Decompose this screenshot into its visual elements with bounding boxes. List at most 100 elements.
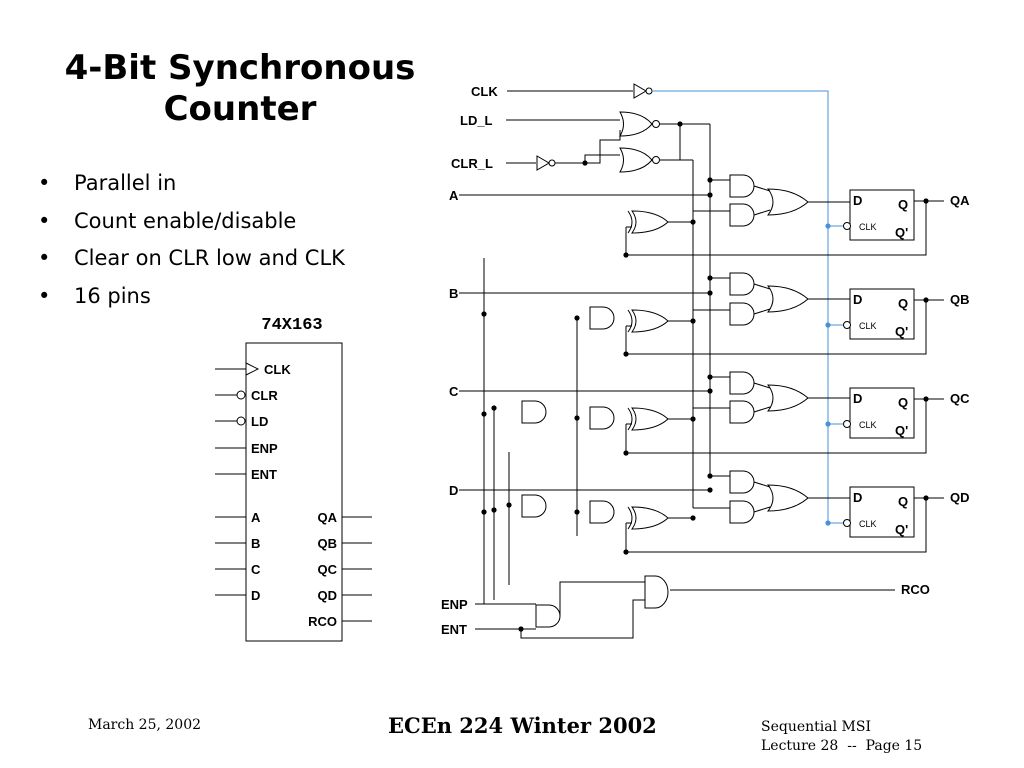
junction-dot [707, 473, 713, 479]
q-feedback [626, 300, 927, 355]
inversion-bubble [652, 120, 660, 128]
junction-dot [825, 322, 831, 328]
and-gate [729, 500, 755, 524]
input-label: CLR_L [451, 156, 493, 171]
ent-to-rco [520, 599, 645, 639]
clr-gate [619, 147, 653, 173]
wire [753, 283, 771, 290]
ff-qn-label: Q' [895, 423, 908, 438]
chip-pin-label: D [251, 588, 260, 603]
output-label: QA [950, 193, 970, 208]
chip-pin-label: ENP [251, 441, 278, 456]
inversion-bubble [652, 156, 660, 164]
ff-d-label: D [853, 490, 862, 505]
bullet-item: Count enable/disable [36, 206, 345, 244]
inversion-bubble [645, 87, 653, 95]
title-line-2: Counter [163, 89, 317, 129]
footer-topic: Sequential MSI Lecture 28 -- Page 15 [761, 718, 922, 756]
input-label: ENT [441, 622, 467, 637]
chip-pin-label: C [251, 562, 261, 577]
wire [753, 506, 771, 513]
chip-pin-label: RCO [308, 614, 337, 629]
ff-q-label: Q [898, 395, 908, 410]
input-label: B [449, 286, 458, 301]
clk-inverter [633, 83, 647, 99]
ff-q-label: Q [898, 296, 908, 311]
rco-and-gate [644, 575, 669, 609]
and-gate [589, 306, 615, 330]
xor-gate [631, 407, 669, 431]
clock-bubble [843, 321, 851, 329]
input-label: D [449, 483, 458, 498]
title-line-1: 4-Bit Synchronous [64, 48, 416, 88]
enable-and-gate [535, 604, 561, 628]
wire [753, 382, 771, 389]
input-label: LD_L [460, 113, 493, 128]
chip-pin-label: B [251, 536, 260, 551]
junction-dot [825, 421, 831, 427]
chip-pin-label: A [251, 510, 261, 525]
junction-dot [491, 405, 497, 411]
junction-dot [707, 192, 713, 198]
junction-dot [707, 290, 713, 296]
wire [753, 481, 771, 488]
xor-back-curve [627, 506, 633, 530]
chip-pin-label: ENT [251, 467, 277, 482]
junction-dot [690, 515, 696, 521]
wire [753, 308, 771, 315]
ff-clk-label: CLK [859, 519, 877, 529]
ff-q-label: Q [898, 494, 908, 509]
junction-dot [825, 223, 831, 229]
xor-back-curve [627, 407, 633, 431]
output-label: QD [950, 490, 970, 505]
q-feedback [626, 498, 927, 553]
chip-pin-label: CLK [264, 362, 291, 377]
and-gate [729, 272, 755, 296]
junction-dot [690, 318, 696, 324]
xor-gate [631, 506, 669, 530]
clock-line [652, 90, 829, 522]
junction-dot [707, 374, 713, 380]
chip-pin-label: QD [318, 588, 338, 603]
clr-wire-2 [555, 130, 621, 164]
wire [753, 185, 771, 192]
junction-dot [574, 415, 580, 421]
ff-clk-label: CLK [859, 222, 877, 232]
enable-out [559, 581, 645, 616]
junction-dot [481, 411, 487, 417]
output-label: QB [950, 292, 970, 307]
d-flipflop [849, 387, 915, 439]
junction-dot [707, 487, 713, 493]
xor-back-curve [627, 309, 633, 333]
inversion-bubble [236, 390, 246, 400]
bullet-item: Clear on CLR low and CLK [36, 243, 345, 281]
clr-branch [584, 154, 620, 163]
or-gate [766, 384, 809, 412]
junction-dot [506, 502, 512, 508]
ff-d-label: D [853, 391, 862, 406]
footer-topic-line-1: Sequential MSI [761, 719, 871, 735]
and-gate [729, 400, 755, 424]
junction-dot [690, 219, 696, 225]
ff-q-label: Q [898, 197, 908, 212]
clr-inverter [536, 155, 550, 171]
ld-feedback [660, 124, 681, 161]
clock-bubble [843, 222, 851, 230]
chip-pin-label: QA [318, 510, 338, 525]
inversion-bubble [236, 416, 246, 426]
ff-clk-label: CLK [859, 321, 877, 331]
and-gate [729, 174, 755, 198]
chip-pin-label: LD [251, 414, 268, 429]
junction-dot [481, 311, 487, 317]
clock-bubble [843, 420, 851, 428]
output-label: QC [950, 391, 970, 406]
and-gate [729, 203, 755, 227]
and-gate [729, 371, 755, 395]
xor-gate [631, 210, 669, 234]
and-gate [589, 406, 615, 430]
wire [753, 406, 771, 413]
input-label: ENP [441, 597, 468, 612]
xor-back-curve [627, 210, 633, 234]
